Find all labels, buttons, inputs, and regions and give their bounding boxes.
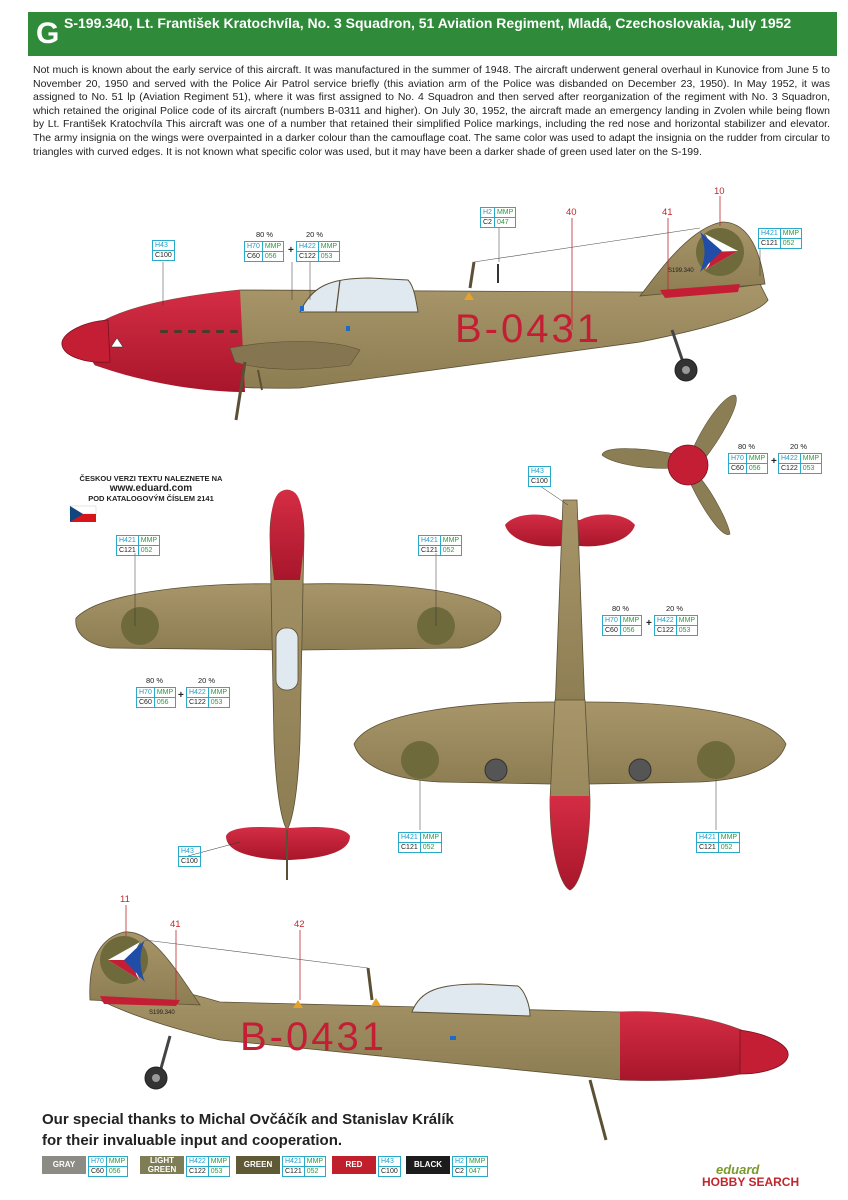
- profile-title: S-199.340, Lt. František Kratochvíla, No…: [64, 15, 792, 31]
- top-view: [353, 499, 787, 891]
- plus-sign-prop: +: [771, 456, 777, 467]
- red-nose-right: [620, 1011, 762, 1081]
- wing-insignia-left: [121, 607, 159, 645]
- antenna-mast: [468, 261, 476, 289]
- spinner-right: [739, 1029, 789, 1075]
- radiator-underside: [275, 627, 299, 691]
- serial-number-right: S199.340: [149, 1010, 175, 1016]
- callout-40: 40: [566, 207, 577, 218]
- percent-80: 80 %: [256, 230, 274, 239]
- callout-41: 41: [662, 207, 673, 218]
- main-gear-leg: [234, 361, 247, 421]
- spinner: [61, 319, 111, 363]
- nose-underside: [270, 490, 304, 580]
- acknowledgement-text: Our special thanks to Michal Ovčáčík and…: [42, 1111, 454, 1149]
- serial-number: S199.340: [668, 268, 694, 274]
- percent-20-under: 20 %: [198, 676, 216, 685]
- hobbysearch-watermark: HOBBY SEARCH: [702, 1175, 800, 1189]
- canopy-right: [411, 983, 531, 1017]
- nose-top: [550, 796, 590, 890]
- callout-10: 10: [714, 186, 725, 197]
- eduard-logo: eduard: [716, 1162, 760, 1177]
- red-nose: [80, 290, 245, 392]
- profile-header: G S-199.340, Lt. František Kratochvíla, …: [28, 12, 837, 56]
- propeller-front-view: [601, 394, 737, 535]
- profile-letter: G: [36, 17, 60, 50]
- callout-41-bottom: 41: [170, 919, 181, 930]
- percent-80-prop: 80 %: [738, 442, 756, 451]
- wing-root: [229, 341, 361, 370]
- callout-42: 42: [294, 919, 305, 930]
- main-gear-right: [588, 1079, 608, 1141]
- legend-lightgreen-swatch: LIGHT GREEN: [140, 1156, 184, 1174]
- percent-20-prop: 20 %: [790, 442, 808, 451]
- legend-red-swatch: RED: [332, 1156, 376, 1174]
- plus-sign: +: [288, 245, 294, 256]
- fuselage-code-right: B-0431: [240, 1015, 387, 1059]
- legend-gray-swatch: GRAY: [42, 1156, 86, 1174]
- exhaust-stacks: [160, 330, 238, 333]
- percent-80-top: 80 %: [612, 604, 630, 613]
- plus-sign-under: +: [178, 690, 184, 701]
- red-stabilizer: [660, 284, 740, 298]
- plus-sign-top: +: [646, 618, 652, 629]
- percent-20-top: 20 %: [666, 604, 684, 613]
- tailwheel-strut: [670, 329, 686, 366]
- fuselage-code: B-0431: [455, 307, 602, 351]
- description-text: Not much is known about the early servic…: [33, 64, 830, 158]
- side-profile-right: B-0431 S199.340: [89, 931, 789, 1141]
- legend-green-swatch: GREEN: [236, 1156, 280, 1174]
- rudder-flag-blue: [700, 232, 722, 272]
- underside-view: [75, 489, 502, 880]
- upper-wing-insignia-right: [697, 741, 735, 779]
- side-profile-left: B-0431 S199.340: [61, 221, 769, 421]
- upper-wing-insignia-left: [401, 741, 439, 779]
- antenna-wire: [473, 227, 701, 263]
- percent-80-under: 80 %: [146, 676, 164, 685]
- czech-flag-icon: [69, 505, 97, 522]
- eduard-url[interactable]: www.eduard.com: [109, 483, 193, 494]
- canopy: [299, 277, 419, 313]
- legend-black-swatch: BLACK: [406, 1156, 450, 1174]
- czech-version-note: ČESKOU VERZI TEXTU NALEZNETE NA www.edua…: [56, 474, 246, 504]
- callout-11: 11: [120, 894, 130, 905]
- percent-20: 20 %: [306, 230, 324, 239]
